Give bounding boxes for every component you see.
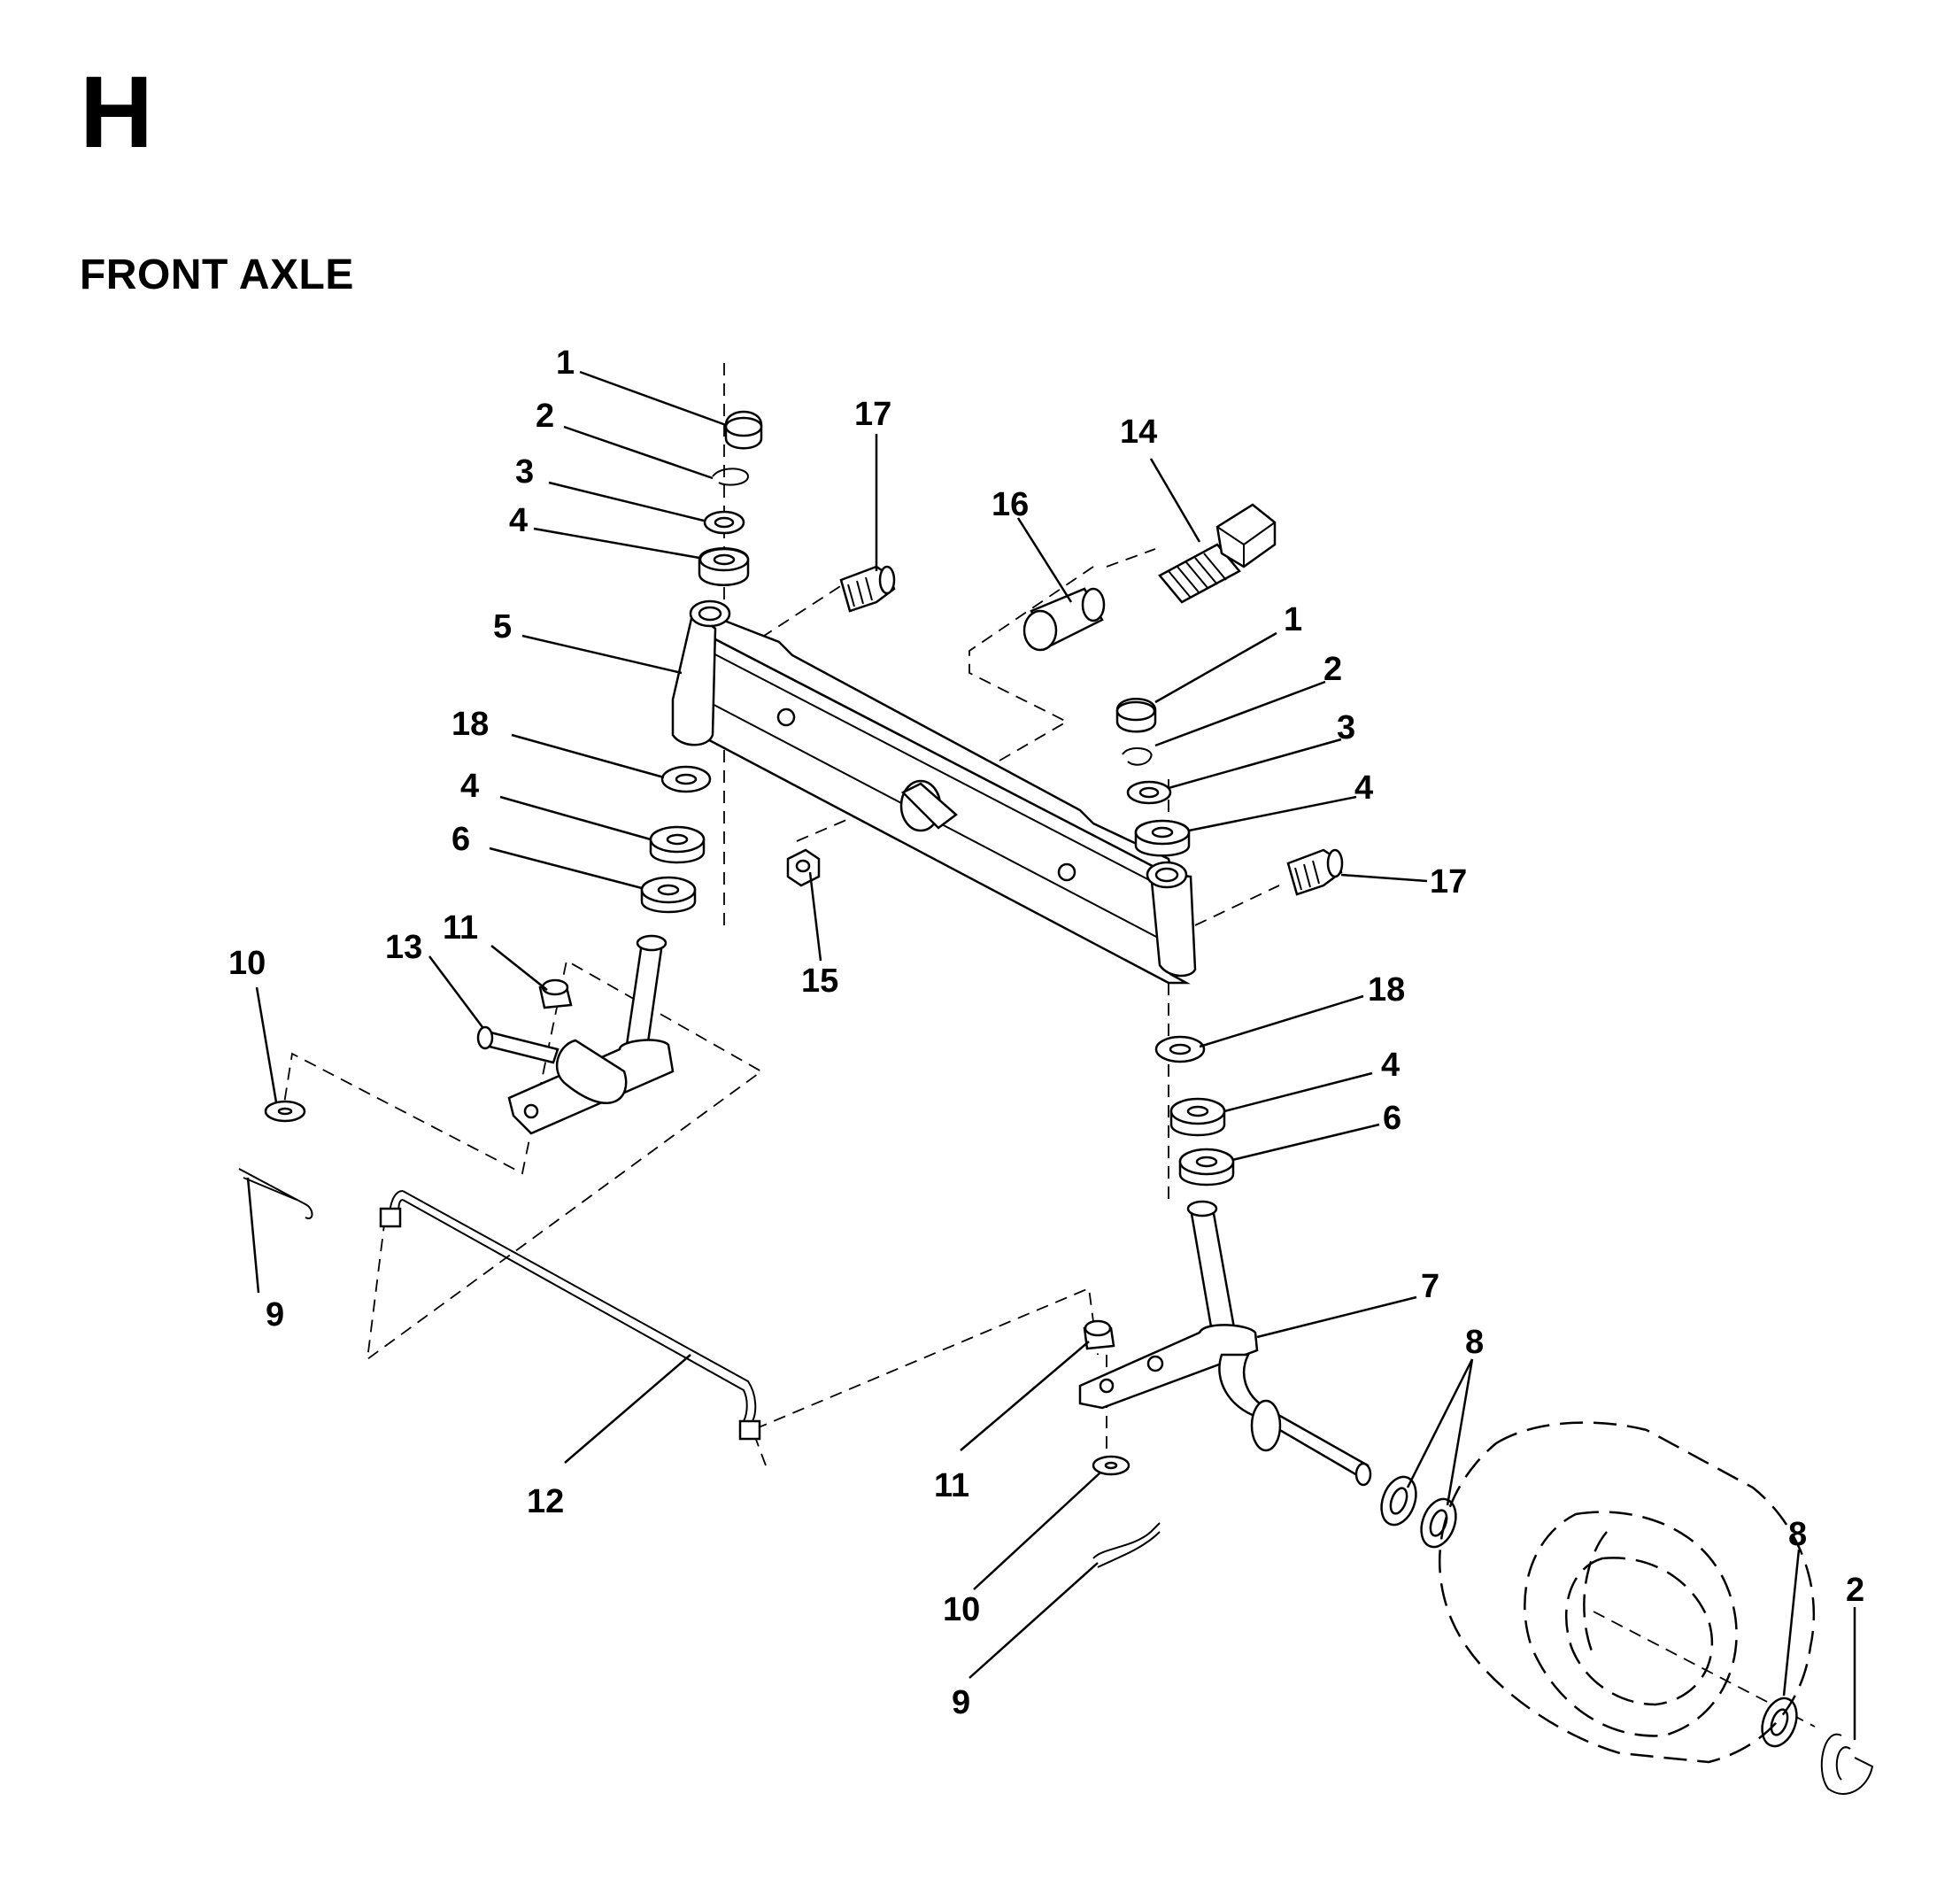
callout-6-left: 6	[451, 821, 470, 858]
callout-11-left: 11	[443, 909, 478, 947]
callout-8-wheel: 8	[1788, 1516, 1807, 1553]
section-letter: H	[80, 56, 154, 169]
right-washer-and-pin	[1092, 1455, 1161, 1568]
callout-10-left: 10	[228, 945, 266, 982]
callout-3-left: 3	[515, 453, 534, 491]
callout-2-clip: 2	[1846, 1572, 1864, 1609]
callout-2-right: 2	[1323, 651, 1342, 688]
spacer	[1022, 587, 1106, 652]
callout-1-right: 1	[1284, 601, 1302, 638]
callout-1-left: 1	[556, 344, 575, 382]
callout-17-right: 17	[1430, 863, 1467, 901]
grease-fittings	[839, 565, 1344, 896]
left-spindle	[476, 934, 675, 1135]
callout-13-bolt: 13	[385, 929, 422, 966]
callout-5-axle-beam: 5	[493, 608, 512, 646]
tire-outline	[1438, 1421, 1816, 1764]
page-title: FRONT AXLE	[80, 251, 354, 298]
right-spindle	[1078, 1200, 1372, 1487]
e-clip	[1820, 1733, 1874, 1795]
callout-4-left-upper: 4	[509, 502, 528, 539]
callout-numbers: 1 2 3 4 5 18 4 6 11 13 10 9 12 15 17 16 …	[228, 344, 1864, 1721]
callout-4-right-upper: 4	[1354, 769, 1373, 807]
callout-18-left: 18	[451, 706, 489, 743]
callout-11-right: 11	[934, 1467, 969, 1504]
callout-9-left: 9	[266, 1296, 284, 1334]
leader-lines	[246, 370, 1856, 1740]
callout-12-tie-rod: 12	[527, 1483, 564, 1520]
callout-10-right: 10	[943, 1591, 980, 1628]
nut	[786, 848, 821, 887]
callout-6-right: 6	[1383, 1100, 1401, 1137]
callout-4-right-lower: 4	[1381, 1047, 1400, 1084]
callout-9-right: 9	[952, 1684, 970, 1721]
callout-2-left: 2	[536, 398, 554, 435]
callout-3-right: 3	[1337, 709, 1355, 746]
left-washer-and-pin	[238, 1100, 313, 1219]
axle-washers	[1380, 1475, 1798, 1748]
callout-17-upper: 17	[854, 396, 891, 433]
right-kingpin-stack	[1115, 698, 1235, 1187]
callout-14-bolt: 14	[1120, 414, 1157, 451]
left-kingpin-stack	[640, 410, 763, 914]
callout-4-left-lower: 4	[460, 768, 479, 805]
callout-18-right: 18	[1368, 971, 1405, 1009]
tie-rod	[379, 1190, 761, 1441]
axle-beam	[671, 599, 1197, 985]
bolt	[1158, 503, 1277, 604]
callout-15-nut: 15	[801, 962, 838, 1000]
callout-8-washers: 8	[1465, 1324, 1484, 1361]
callout-7-spindle: 7	[1421, 1268, 1439, 1305]
callout-16-spacer: 16	[992, 486, 1029, 523]
